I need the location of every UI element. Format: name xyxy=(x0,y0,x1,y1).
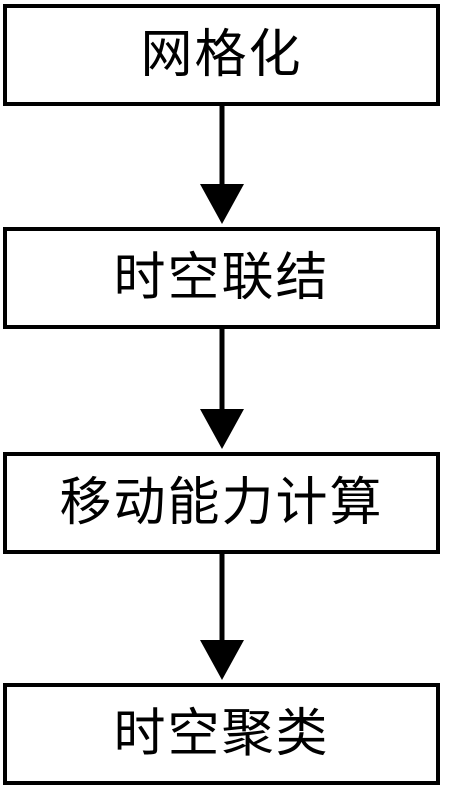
step-box-spatiotemporal-join: 时空联结 xyxy=(3,227,440,329)
arrow-down-3 xyxy=(200,554,244,680)
arrow-down-2 xyxy=(200,329,244,449)
step-label: 时空聚类 xyxy=(113,704,330,764)
step-label: 移动能力计算 xyxy=(59,473,384,533)
step-label: 网格化 xyxy=(140,25,303,85)
step-label: 时空联结 xyxy=(113,248,330,308)
step-box-gridding: 网格化 xyxy=(3,4,440,106)
arrow-down-1 xyxy=(200,106,244,224)
step-box-mobility-computation: 移动能力计算 xyxy=(3,452,440,554)
step-box-spatiotemporal-clustering: 时空聚类 xyxy=(3,683,440,785)
